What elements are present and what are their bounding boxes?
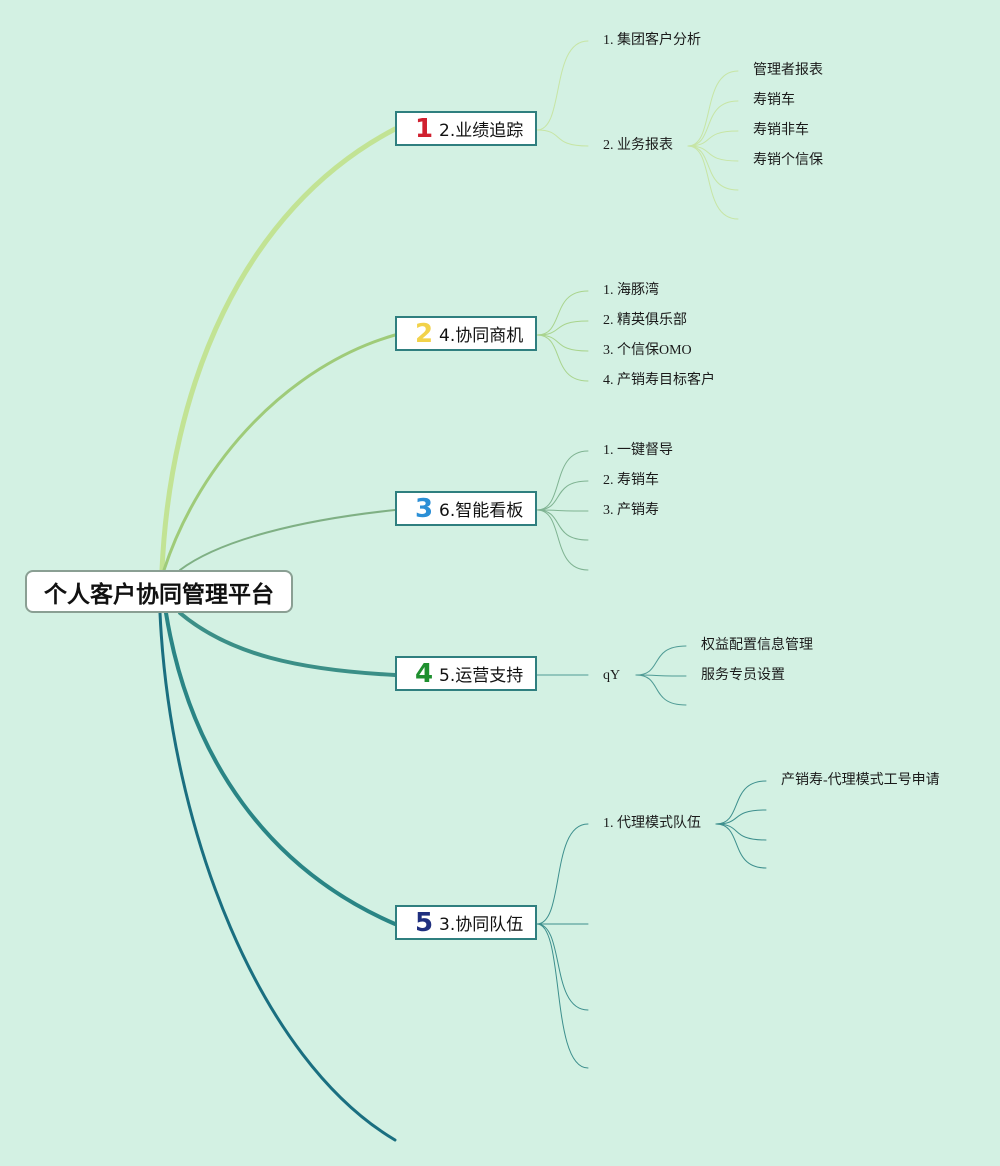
root-title: 个人客户协同管理平台 — [44, 581, 274, 608]
detaillink-4-1-1 — [635, 645, 687, 676]
detaillink-5-1-1 — [715, 780, 767, 825]
root-node[interactable]: 个人客户协同管理平台 — [25, 570, 293, 613]
detail-5-1-1[interactable]: 产销寿-代理模式工号申请 — [781, 773, 940, 788]
detaillink-5-1-3 — [715, 823, 767, 841]
sublink-3-3 — [536, 509, 589, 512]
detail-1-2-1[interactable]: 管理者报表 — [753, 63, 823, 78]
main-link-3 — [179, 509, 396, 571]
branch-node-3[interactable]: 3 6.智能看板 — [395, 491, 537, 526]
branch-label-5: 3.协同队伍 — [439, 915, 524, 935]
branch-node-5[interactable]: 5 3.协同队伍 — [395, 905, 537, 940]
sublink-1-2 — [536, 129, 589, 147]
subtopic-4-1[interactable]: qY — [603, 668, 621, 683]
number-badge-1: 1 — [414, 113, 434, 144]
sublink-3-2 — [536, 480, 589, 511]
branch-node-1[interactable]: 1 2.业绩追踪 — [395, 111, 537, 146]
subtopic-2-2[interactable]: 2. 精英俱乐部 — [603, 313, 687, 328]
subtopic-1-1[interactable]: 1. 集团客户分析 — [603, 33, 701, 48]
detaillink-4-1-3 — [635, 674, 687, 706]
sublink-2-1 — [536, 290, 589, 336]
branch-node-2[interactable]: 2 4.协同商机 — [395, 316, 537, 351]
sublink-3-1 — [536, 450, 589, 511]
branch-label-3: 6.智能看板 — [439, 501, 524, 521]
sublink-5-3 — [536, 923, 589, 1011]
main-link-2 — [162, 333, 397, 572]
subtopic-2-1[interactable]: 1. 海豚湾 — [603, 283, 659, 298]
detaillink-1-2-3 — [687, 130, 739, 147]
detail-1-2-3[interactable]: 寿销非车 — [753, 123, 809, 138]
detaillink-1-2-5 — [687, 145, 739, 191]
branch-label-1: 2.业绩追踪 — [439, 121, 524, 141]
detaillink-1-2-2 — [687, 100, 739, 147]
main-link-6 — [158, 611, 397, 1142]
detaillink-1-2-6 — [687, 145, 739, 220]
detail-1-2-4[interactable]: 寿销个信保 — [753, 153, 823, 168]
detaillink-1-2-4 — [687, 145, 739, 162]
sublink-5-4 — [536, 923, 589, 1069]
detaillink-4-1-2 — [635, 674, 687, 677]
subtopic-2-3[interactable]: 3. 个信保OMO — [603, 343, 692, 358]
number-badge-4: 4 — [414, 658, 434, 689]
sublink-3-5 — [536, 509, 589, 571]
subtopic-3-2[interactable]: 2. 寿销车 — [603, 473, 659, 488]
sublink-5-1 — [536, 823, 589, 925]
detail-4-1-2[interactable]: 服务专员设置 — [701, 668, 785, 683]
sublink-2-3 — [536, 334, 589, 352]
branch-label-4: 5.运营支持 — [439, 666, 524, 686]
number-badge-2: 2 — [414, 318, 434, 349]
number-badge-3: 3 — [414, 493, 434, 524]
sublink-2-2 — [536, 320, 589, 336]
main-link-1 — [159, 126, 398, 573]
sublink-2-4 — [536, 334, 589, 382]
branch-node-4[interactable]: 4 5.运营支持 — [395, 656, 537, 691]
detaillink-5-1-2 — [715, 809, 767, 825]
detaillink-5-1-4 — [715, 823, 767, 869]
sublink-1-1 — [536, 40, 589, 131]
detail-4-1-1[interactable]: 权益配置信息管理 — [701, 638, 813, 653]
branch-label-2: 4.协同商机 — [439, 326, 524, 346]
detail-1-2-2[interactable]: 寿销车 — [753, 93, 795, 108]
subtopic-3-1[interactable]: 1. 一键督导 — [603, 443, 673, 458]
main-link-5 — [164, 611, 397, 926]
detaillink-1-2-1 — [687, 70, 739, 147]
subtopic-3-3[interactable]: 3. 产销寿 — [603, 503, 659, 518]
number-badge-5: 5 — [414, 907, 434, 938]
main-link-4 — [178, 611, 397, 677]
subtopic-1-2[interactable]: 2. 业务报表 — [603, 138, 673, 153]
subtopic-2-4[interactable]: 4. 产销寿目标客户 — [603, 373, 715, 388]
subtopic-5-1[interactable]: 1. 代理模式队伍 — [603, 816, 701, 831]
sublink-3-4 — [536, 509, 589, 541]
